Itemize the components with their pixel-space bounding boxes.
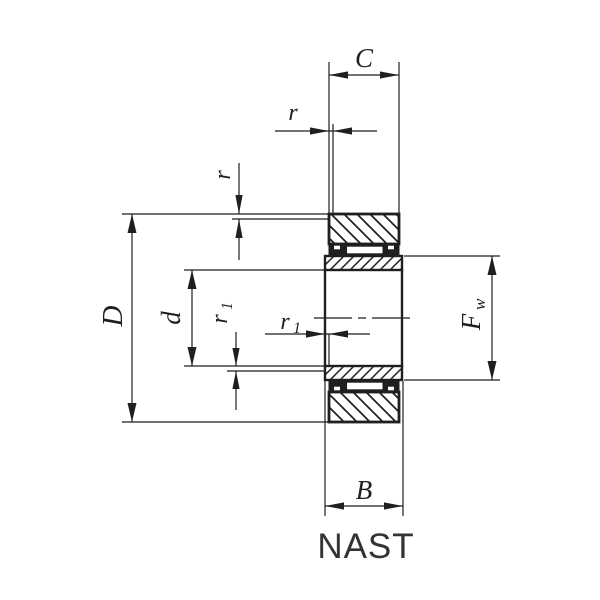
dim-label-r1-mid: r <box>280 309 290 335</box>
bearing-roller-row-top <box>328 244 400 256</box>
arrowhead <box>384 502 403 510</box>
arrowhead <box>187 270 197 289</box>
dim-label-d: d <box>156 311 186 325</box>
dimension-r-left <box>232 163 329 260</box>
arrowhead <box>487 256 497 275</box>
dim-label-r1-left-sub: 1 <box>219 302 236 310</box>
arrowhead <box>487 361 497 380</box>
arrowhead <box>235 195 243 214</box>
dimension-B <box>324 381 404 516</box>
arrowhead <box>232 371 240 389</box>
arrowhead <box>325 502 344 510</box>
arrowhead <box>329 330 348 338</box>
dim-label-r-top: r <box>288 100 298 126</box>
bearing-outer-ring <box>327 212 401 424</box>
dim-label-B: B <box>356 475 373 505</box>
dim-label-D: D <box>97 305 129 327</box>
cage-notch <box>388 245 394 250</box>
arrowhead <box>306 330 325 338</box>
dim-label-r1-left: r <box>207 314 233 324</box>
dimension-C <box>328 62 400 213</box>
dim-label-Fw-sub: w <box>470 298 489 310</box>
dimension-D <box>122 213 329 423</box>
dimension-r1-left <box>227 332 325 410</box>
cage-notch <box>388 386 394 391</box>
arrowhead <box>329 71 348 79</box>
dim-label-Fw: F <box>456 313 486 331</box>
outer-ring-bottom-section <box>327 390 401 424</box>
arrowhead <box>232 348 240 366</box>
bearing-roller-row-bottom <box>328 380 400 392</box>
cage-notch <box>334 245 340 250</box>
dimension-d <box>184 269 325 367</box>
dimension-r-top <box>275 124 377 213</box>
needle-roller-bottom <box>345 380 385 392</box>
arrowhead <box>235 219 243 238</box>
dim-label-r-left: r <box>210 170 236 180</box>
needle-roller-top <box>345 244 385 256</box>
inner-ring-top-flange <box>323 254 404 272</box>
diagram-title: NAST <box>317 527 414 566</box>
cage-notch <box>334 386 340 391</box>
outer-ring-top-section <box>327 212 401 246</box>
dimension-Fw <box>404 255 500 381</box>
arrowhead <box>333 127 352 135</box>
dim-label-r1-mid-sub: 1 <box>293 320 301 337</box>
arrowhead <box>187 347 197 366</box>
inner-ring-bottom-flange <box>323 364 404 382</box>
dim-label-C: C <box>355 43 374 73</box>
dimension-r1-mid <box>265 330 370 366</box>
arrowhead <box>310 127 329 135</box>
arrowhead <box>380 71 399 79</box>
arrowhead <box>127 214 137 233</box>
arrowhead <box>127 403 137 422</box>
